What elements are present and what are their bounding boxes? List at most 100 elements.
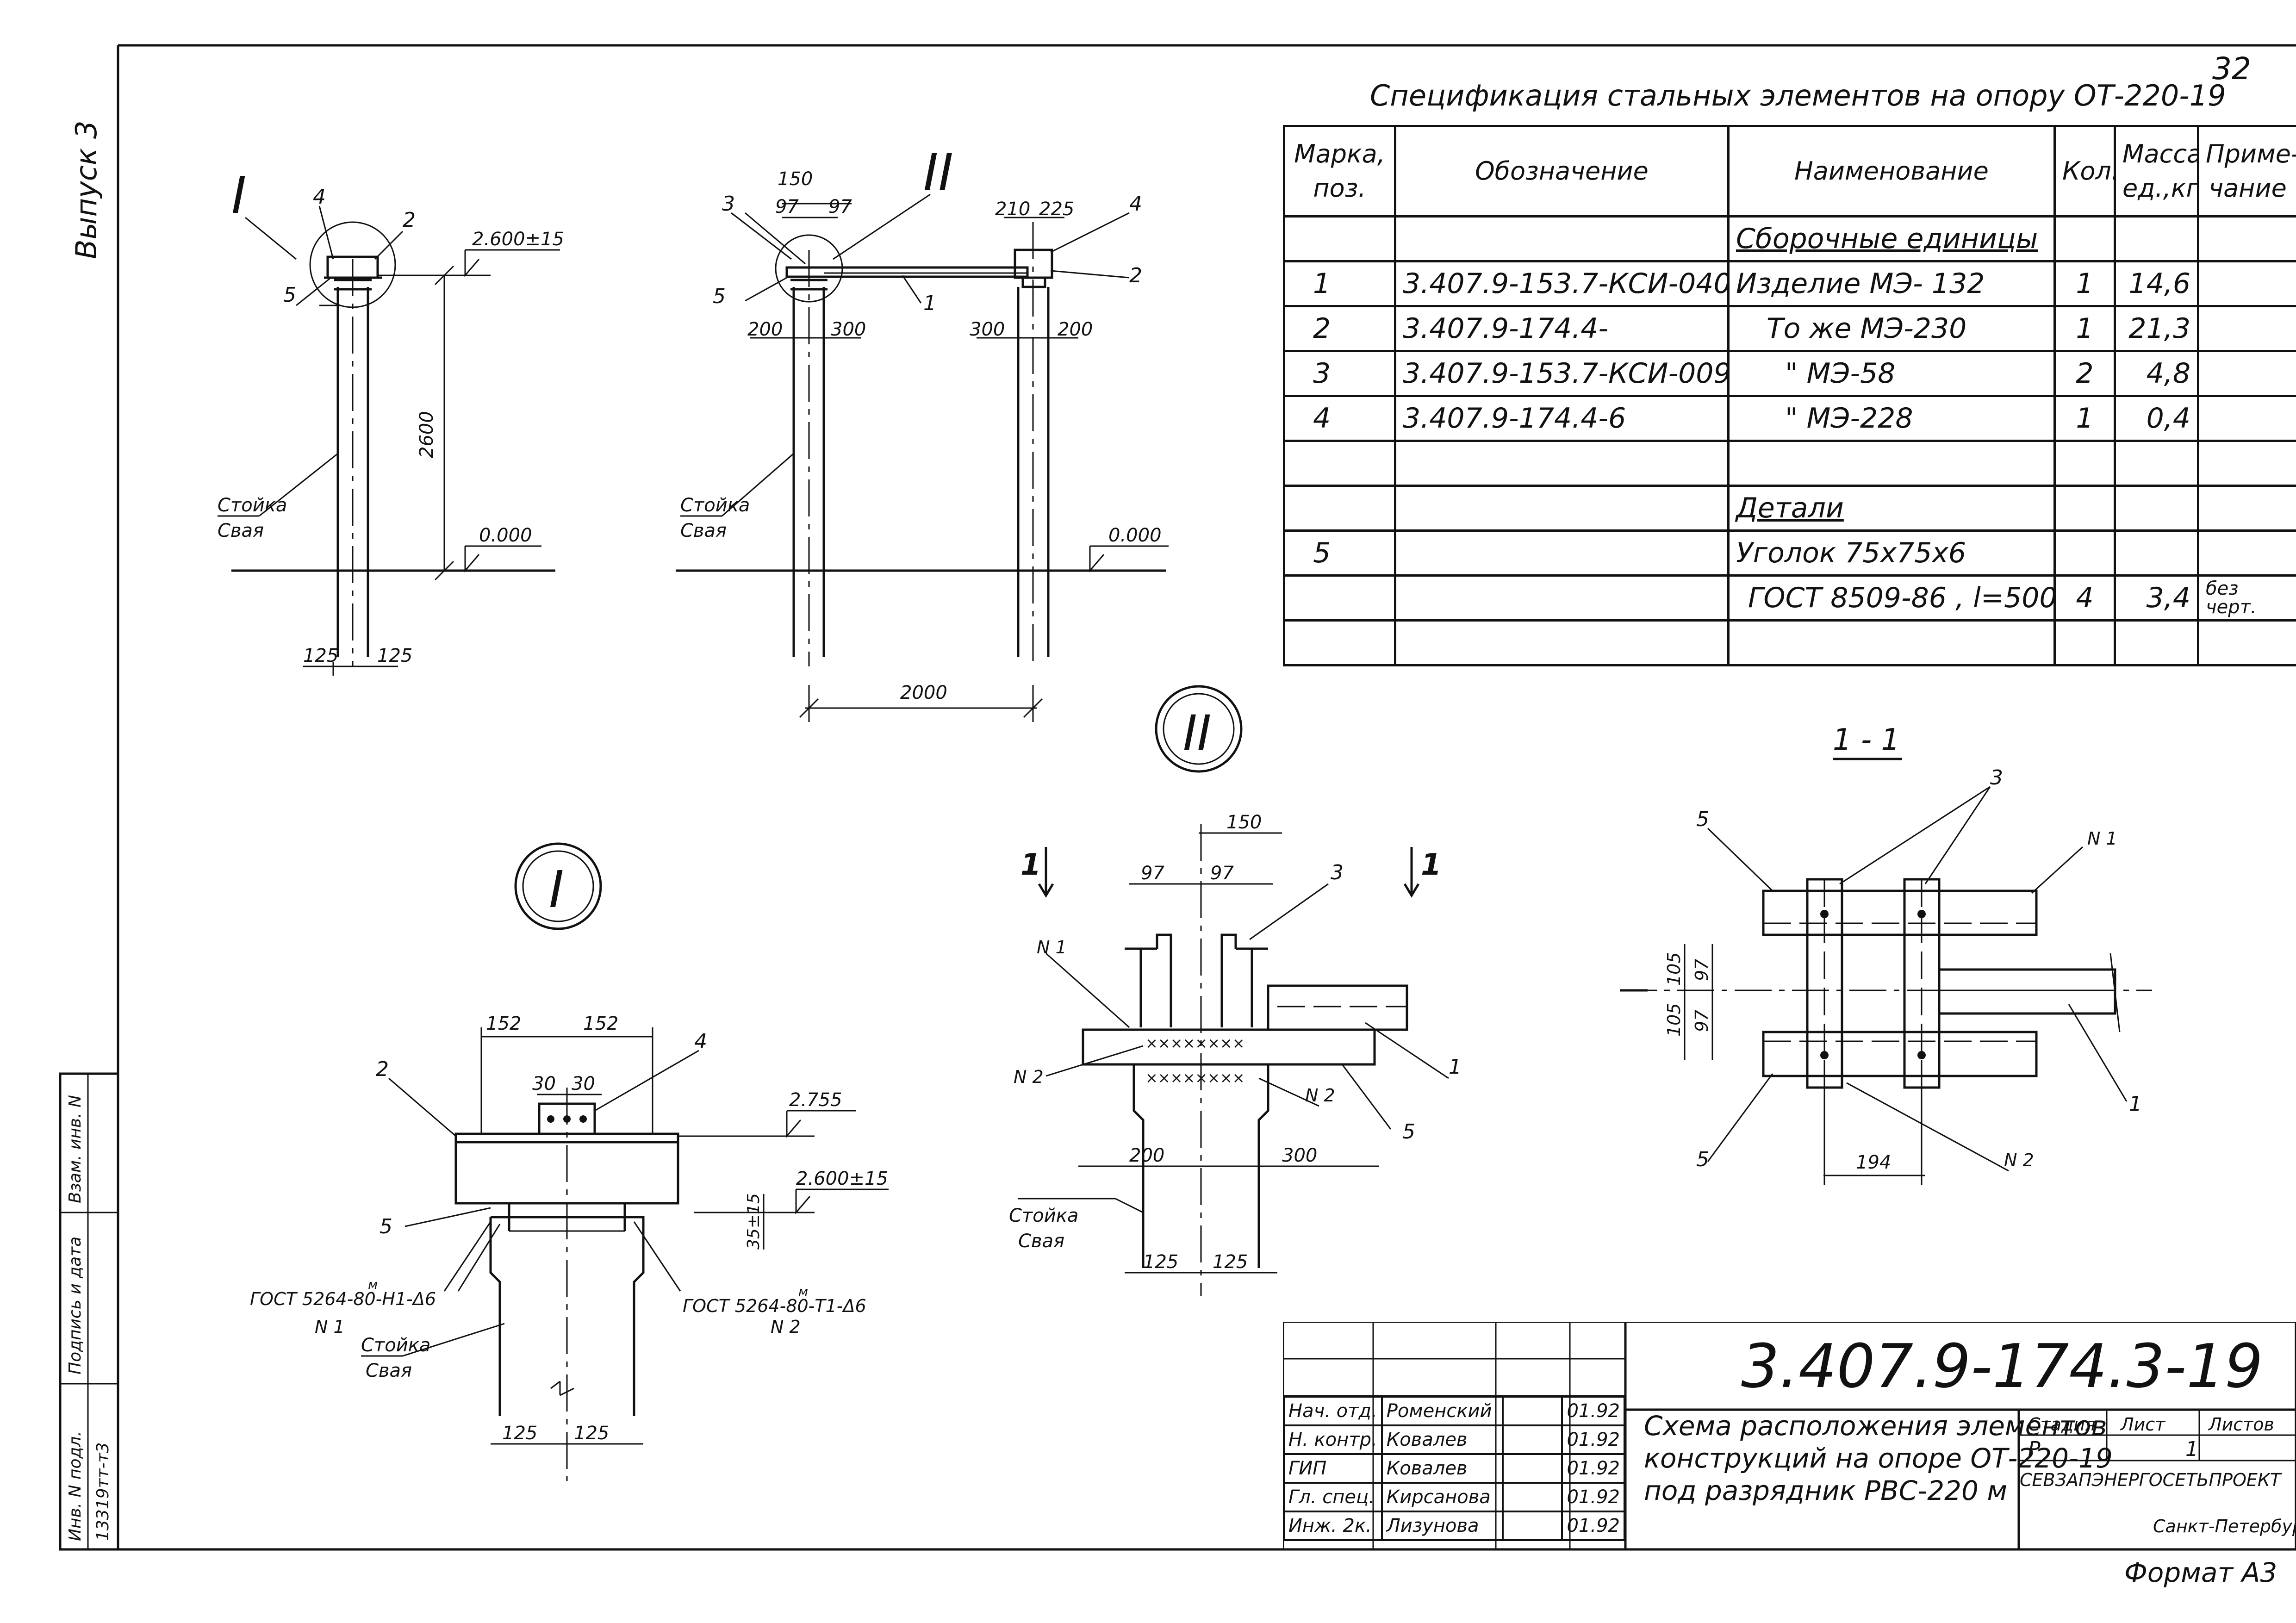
staff-name: Ковалев — [1381, 1453, 1504, 1484]
spec-cell — [1283, 619, 1396, 666]
pos-4-detail: 4 — [694, 1030, 707, 1053]
n2-label-d2a: N 2 — [1014, 1067, 1044, 1087]
spec-header-cell: Кол. — [2053, 125, 2116, 218]
staff-name: Лизунова — [1381, 1511, 1504, 1541]
spec-cell — [1394, 485, 1730, 532]
dim-30-b: 30 — [572, 1073, 595, 1094]
spec-cell: 3.407.9-174.4-6 — [1394, 395, 1730, 442]
pos-1-label: 1 — [923, 292, 936, 315]
spec-cell: 0,4 — [2114, 395, 2199, 442]
detail-II-mark: II — [1183, 705, 1211, 761]
organization: СЕВЗАПЭНЕРГОСЕТЬПРОЕКТ — [2020, 1470, 2281, 1490]
spec-cell: 2 — [1283, 305, 1396, 352]
weld-n1-label: ГОСТ 5264-80-Н1-Δ6 — [250, 1289, 436, 1309]
view-mark-I-label: I — [231, 166, 246, 225]
stamp-replaced: Взам. инв. N — [66, 1095, 85, 1203]
pos-5-label: 5 — [283, 283, 296, 307]
spec-cell: 4 — [2053, 574, 2116, 622]
pos-1-s1: 1 — [2129, 1092, 2142, 1116]
dim-125-b: 125 — [574, 1423, 609, 1444]
staff-date: 01.92 — [1561, 1424, 1625, 1455]
staff-signature — [1501, 1453, 1563, 1484]
spec-cell: 2 — [2053, 350, 2116, 397]
spec-row — [1283, 619, 2296, 666]
dim-300-d2: 300 — [1282, 1145, 1317, 1166]
spec-cell: 14,6 — [2114, 260, 2199, 307]
pos-3-d2: 3 — [1331, 861, 1344, 884]
pile-label-2: Свая — [680, 520, 727, 541]
pos-5-s1: 5 — [1696, 808, 1709, 831]
spec-cell — [1394, 215, 1730, 262]
pos-2-label-b: 2 — [1129, 264, 1142, 287]
spec-header-cell: Обозначение — [1394, 125, 1730, 218]
spec-cell — [2053, 485, 2116, 532]
spec-cell — [1283, 574, 1396, 622]
n1-label: N 1 — [315, 1317, 345, 1337]
staff-role: Н. контр. — [1283, 1424, 1383, 1455]
half-width-left: 125 — [303, 645, 338, 666]
spec-cell — [2053, 215, 2116, 262]
spec-header-cell: Марка, поз. — [1283, 125, 1396, 218]
weld-n2-label: ГОСТ 5264-80-Т1-Δ6 — [683, 1296, 866, 1316]
span-dim: 2000 — [900, 682, 947, 703]
spec-cell — [1394, 574, 1730, 622]
spec-cell — [2114, 529, 2199, 577]
section-arrow-right: 1 — [1421, 848, 1442, 882]
section-arrow-left: 1 — [1020, 848, 1041, 882]
spec-cell: " МЭ-228 — [1727, 395, 2056, 442]
spec-cell: 5 — [1283, 529, 1396, 577]
dim-97-a: 97 — [775, 196, 799, 218]
spec-cell — [1283, 215, 1396, 262]
dim-200-a: 200 — [747, 319, 783, 340]
spec-cell: 1 — [1283, 260, 1396, 307]
spec-cell — [1394, 440, 1730, 487]
weld-cross-n2: ×××××××× — [1145, 1069, 1245, 1087]
spec-cell — [2053, 619, 2116, 666]
dim-300-b: 300 — [970, 319, 1005, 340]
stamp-inventory: Инв. N подл. — [66, 1431, 85, 1541]
spec-header-cell: Масса ед.,кг — [2114, 125, 2199, 218]
spec-header-cell: Приме- чание — [2197, 125, 2296, 218]
spec-cell: ГОСТ 8509-86 , l=500 — [1727, 574, 2056, 622]
spec-cell: Детали — [1727, 485, 2056, 532]
spec-header-cell: Наименование — [1727, 125, 2056, 218]
spec-cell — [1283, 485, 1396, 532]
spec-cell: 21,3 — [2114, 305, 2199, 352]
n2-label-d2b: N 2 — [1305, 1085, 1335, 1106]
stamp-signature: Подпись и дата — [66, 1236, 85, 1374]
spec-cell — [2197, 395, 2296, 442]
spec-row: Детали — [1283, 485, 2296, 532]
drawing-title: Схема расположения элементов конструкций… — [1644, 1410, 2113, 1507]
spec-cell — [2053, 529, 2116, 577]
dim-105-a: 105 — [1664, 952, 1684, 986]
spec-cell: 3.407.9-174.4- — [1394, 305, 1730, 352]
staff-role: Нач. отд. — [1283, 1396, 1383, 1426]
dim-35: 35±15 — [744, 1193, 763, 1250]
spec-title: Спецификация стальных элементов на опору… — [1370, 79, 2226, 112]
spec-cell — [2197, 485, 2296, 532]
spec-cell — [2197, 619, 2296, 666]
half-width-right: 125 — [377, 645, 412, 666]
spec-cell: 3,4 — [2114, 574, 2199, 622]
spec-cell — [2197, 350, 2296, 397]
staff-date: 01.92 — [1561, 1453, 1625, 1484]
city: Санкт-Петербург — [2153, 1516, 2296, 1536]
spec-cell — [2114, 485, 2199, 532]
pile-label-1: Свая — [218, 520, 264, 541]
spec-cell — [1727, 440, 2056, 487]
pile-label-3: Свая — [366, 1360, 412, 1381]
spec-row: Сборочные единицы — [1283, 215, 2296, 262]
stage-header: Стадия — [2028, 1414, 2096, 1435]
pos-4-label-b: 4 — [1129, 192, 1142, 216]
page-number: 32 — [2212, 51, 2251, 87]
pos-5-s1b: 5 — [1696, 1148, 1709, 1171]
staff-signature — [1501, 1424, 1563, 1455]
n1-label-s1: N 1 — [2087, 828, 2117, 849]
drawing-title-line: под разрядник РВС-220 м — [1644, 1475, 2008, 1506]
spec-cell — [2197, 305, 2296, 352]
dim-200-d2: 200 — [1129, 1145, 1164, 1166]
pos-2-detail: 2 — [376, 1057, 389, 1081]
